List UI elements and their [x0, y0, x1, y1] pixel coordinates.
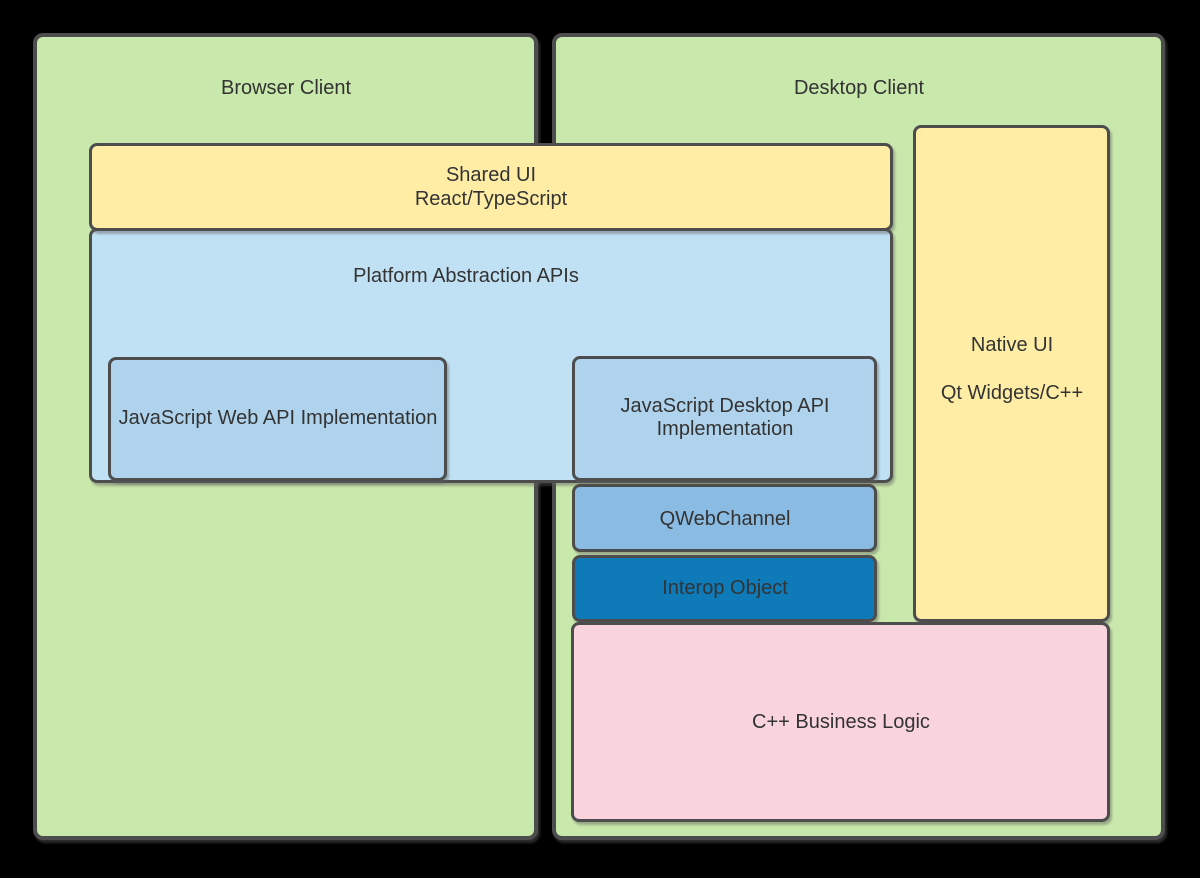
- javascript-web-api-box: [108, 357, 447, 481]
- javascript-desktop-api-box: [572, 356, 877, 481]
- cpp-business-logic-label: C++ Business Logic: [752, 711, 930, 733]
- qwebchannel-box: [572, 484, 877, 552]
- javascript-desktop-api-label-line1: JavaScript Desktop API: [620, 395, 830, 417]
- browser-client-label: Browser Client: [220, 77, 352, 99]
- shared-ui-box: [89, 143, 893, 231]
- interop-object-box: [572, 555, 877, 622]
- shared-ui-label-line1: Shared UI: [445, 164, 537, 186]
- cpp-business-logic-box: [571, 622, 1110, 822]
- native-ui-box: [913, 125, 1110, 622]
- javascript-desktop-api-label-line2: Implementation: [656, 418, 794, 440]
- qwebchannel-label: QWebChannel: [659, 508, 791, 530]
- shared-ui-label: Shared UI React/TypeScript: [415, 163, 567, 211]
- desktop-client-label: Desktop Client: [793, 77, 925, 99]
- native-ui-label-line1: Native UI: [970, 334, 1054, 356]
- native-ui-label-line2: Qt Widgets/C++: [940, 382, 1084, 404]
- platform-abstraction-apis-label: Platform Abstraction APIs: [353, 265, 579, 287]
- shared-ui-label-line2: React/TypeScript: [414, 188, 568, 210]
- javascript-web-api-label: JavaScript Web API Implementation: [118, 407, 438, 429]
- interop-object-label: Interop Object: [662, 577, 788, 599]
- native-ui-label: Native UI Qt Widgets/C++: [941, 333, 1083, 405]
- javascript-desktop-api-label: JavaScript Desktop API Implementation: [621, 395, 830, 441]
